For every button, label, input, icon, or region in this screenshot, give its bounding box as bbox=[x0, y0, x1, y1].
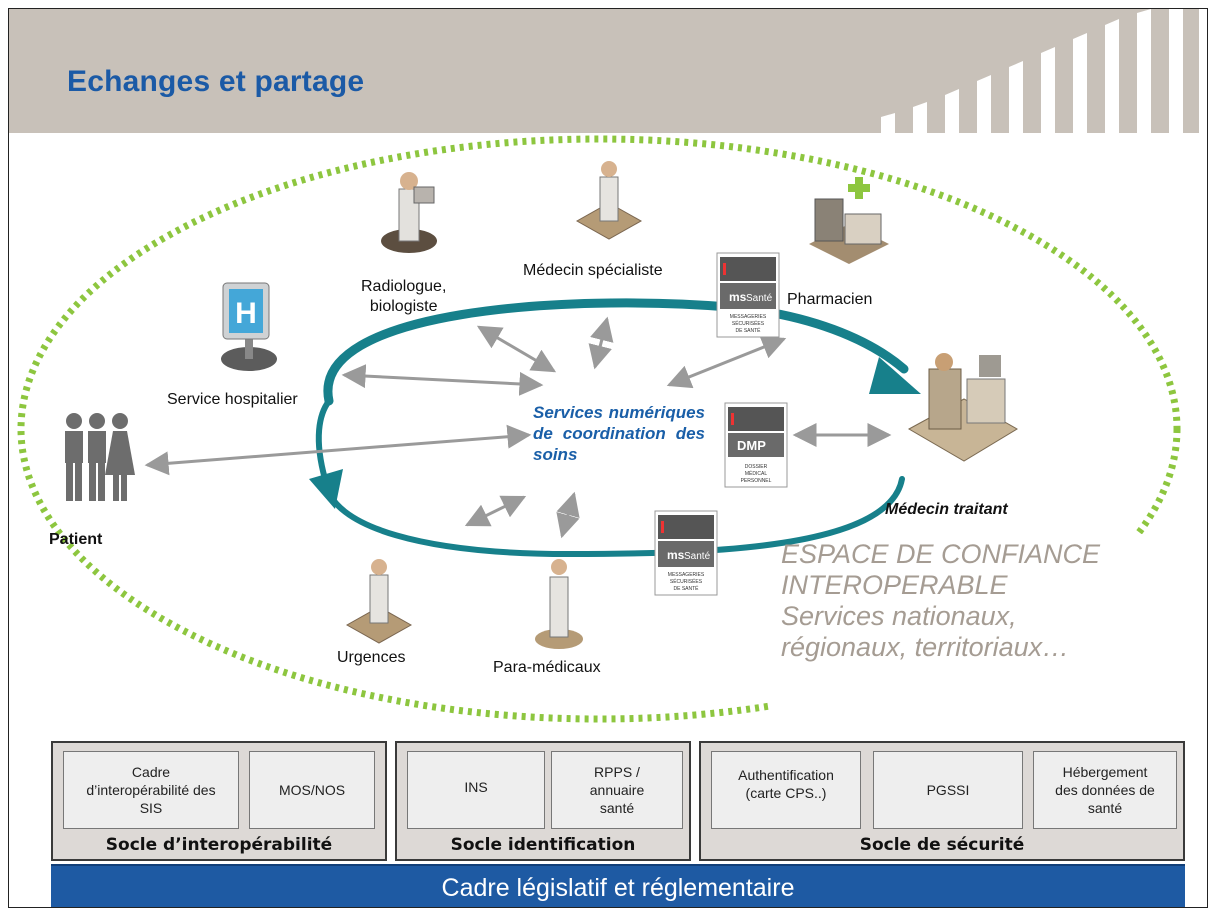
svg-text:SÉCURISÉES: SÉCURISÉES bbox=[732, 320, 765, 327]
hospital-sign-figure: H bbox=[221, 282, 277, 371]
exchange-arrows bbox=[144, 316, 892, 539]
mssante-label-bottom: Santé bbox=[684, 551, 711, 562]
svg-text:DE SANTÉ: DE SANTÉ bbox=[735, 327, 761, 334]
socle-interoperabilite: Cadre d’interopérabilité des SIS MOS/NOS… bbox=[51, 741, 387, 861]
specialist-figure bbox=[575, 161, 643, 240]
svg-text:MESSAGERIES: MESSAGERIES bbox=[730, 314, 767, 320]
label-traitant: Médecin traitant bbox=[885, 501, 1008, 518]
socle-title-interop: Socle d’interopérabilité bbox=[105, 835, 333, 855]
socle-title-securite: Socle de sécurité bbox=[859, 835, 1025, 855]
cadre-legislatif-banner: Cadre législatif et réglementaire bbox=[51, 864, 1185, 907]
paramedical-figure bbox=[535, 559, 583, 649]
slide: Echanges et partage bbox=[8, 8, 1208, 908]
svg-text:H: H bbox=[235, 297, 257, 330]
svg-text:ms: ms bbox=[729, 290, 747, 304]
svg-text:ms: ms bbox=[667, 548, 685, 562]
svg-text:MÉDICAL: MÉDICAL bbox=[745, 470, 767, 477]
pharmacy-figure bbox=[809, 177, 889, 264]
mssante-badge-bottom: ms Santé MESSAGERIES SÉCURISÉES DE SANTÉ bbox=[654, 510, 718, 596]
label-hospitalier: Service hospitalier bbox=[167, 391, 298, 408]
svg-text:DOSSIER: DOSSIER bbox=[745, 464, 768, 470]
socle-identification: INS RPPS / annuaire santé Socle identifi… bbox=[395, 741, 691, 861]
dmp-badge: DMP DOSSIER MÉDICAL PERSONNEL bbox=[724, 402, 788, 488]
socle-securite: Authentification (carte CPS..) PGSSI Héb… bbox=[699, 741, 1185, 861]
label-patient: Patient bbox=[49, 531, 103, 548]
label-specialiste: Médecin spécialiste bbox=[523, 262, 663, 279]
radiologist-figure bbox=[381, 172, 437, 253]
svg-text:PERSONNEL: PERSONNEL bbox=[741, 478, 772, 484]
socle-title-identification: Socle identification bbox=[450, 835, 636, 855]
header-band: Echanges et partage bbox=[9, 9, 1207, 133]
label-urgences: Urgences bbox=[337, 649, 406, 666]
label-radiologue: Radiologue, biologiste bbox=[361, 278, 447, 315]
espace-line2: INTEROPERABLE bbox=[781, 570, 1008, 600]
box-ins: INS bbox=[407, 751, 545, 829]
gp-office-figure bbox=[907, 353, 1018, 462]
box-pgssi: PGSSI bbox=[873, 751, 1023, 829]
box-rpps: RPPS / annuaire santé bbox=[551, 751, 683, 829]
trust-space-ellipse bbox=[17, 135, 1181, 723]
label-paramedicaux: Para-médicaux bbox=[493, 659, 601, 676]
emergency-figure bbox=[345, 559, 413, 644]
espace-line1: ESPACE DE CONFIANCE bbox=[781, 539, 1101, 569]
mssante-label-top: Santé bbox=[746, 293, 773, 304]
svg-text:MESSAGERIES: MESSAGERIES bbox=[668, 572, 705, 578]
patient-figures bbox=[65, 413, 135, 501]
trust-space-text: ESPACE DE CONFIANCE INTEROPERABLE Servic… bbox=[781, 539, 1100, 663]
center-services-text: Services numériques de coordination des … bbox=[533, 403, 705, 464]
label-pharmacien: Pharmacien bbox=[787, 291, 873, 308]
box-hebergement: Hébergement des données de santé bbox=[1033, 751, 1177, 829]
svg-text:SÉCURISÉES: SÉCURISÉES bbox=[670, 578, 703, 585]
espace-line3: Services nationaux, bbox=[781, 601, 1017, 631]
page-title: Echanges et partage bbox=[67, 65, 365, 98]
box-authentification: Authentification (carte CPS..) bbox=[711, 751, 861, 829]
header-stripes bbox=[881, 9, 1207, 133]
box-cadre-interop: Cadre d’interopérabilité des SIS bbox=[63, 751, 239, 829]
diagram-canvas: H bbox=[17, 135, 1189, 723]
svg-text:DE SANTÉ: DE SANTÉ bbox=[673, 585, 699, 592]
dmp-label: DMP bbox=[737, 438, 766, 453]
espace-line4: régionaux, territoriaux… bbox=[781, 632, 1070, 662]
mssante-badge-top: ms Santé MESSAGERIES SÉCURISÉES DE SANTÉ bbox=[716, 252, 780, 338]
box-mos-nos: MOS/NOS bbox=[249, 751, 375, 829]
